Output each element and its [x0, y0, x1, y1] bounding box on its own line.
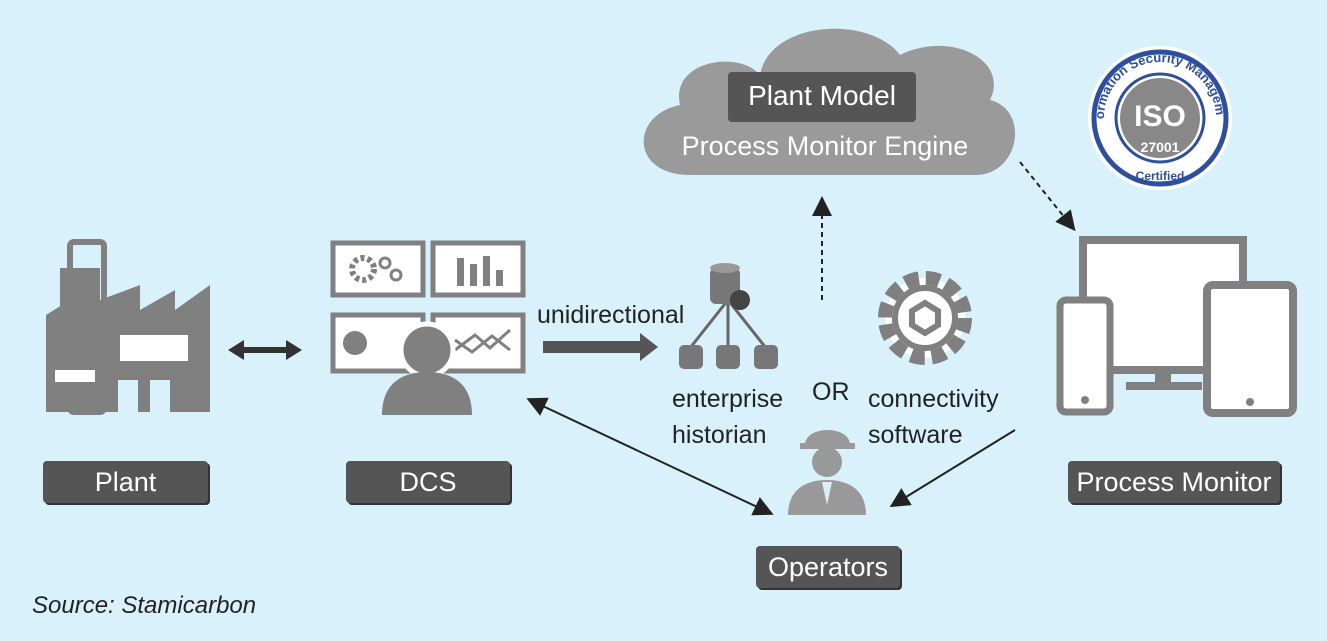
unidirectional-label: unidirectional — [537, 301, 684, 329]
factory-icon — [46, 239, 210, 415]
iso-badge-icon: Information Security Management ISO 2700… — [0, 0, 1232, 190]
process-monitor-label: Process Monitor — [1068, 461, 1280, 503]
svg-text:Information Security Managemen: Information Security Management — [0, 0, 1228, 119]
connectivity-line1: connectivity — [868, 385, 999, 413]
badge-bottom: Certified — [1136, 169, 1185, 183]
cloud-subtitle: Process Monitor Engine — [682, 131, 969, 161]
devices-icon — [1056, 236, 1297, 417]
cloud-icon: Plant Model Process Monitor Engine — [643, 28, 1016, 176]
source-caption: Source: Stamicarbon — [32, 592, 257, 619]
operators-label: Operators — [756, 546, 900, 588]
badge-main: ISO — [1134, 100, 1186, 133]
helmet-operator-icon — [788, 430, 866, 515]
or-label: OR — [812, 378, 850, 406]
unidirectional-arrow: unidirectional — [537, 301, 684, 361]
cloud-title: Plant Model — [748, 80, 896, 111]
badge-ring-text: Information Security Management — [0, 0, 1228, 119]
operator-icon — [382, 321, 472, 415]
historian-line1: enterprise — [672, 385, 783, 413]
monitor-to-operators-arrow — [889, 429, 1016, 508]
dashboard-icon — [330, 240, 526, 374]
historian-line2: historian — [672, 421, 767, 449]
cloud-to-monitor-arrow — [1019, 161, 1076, 232]
database-cluster-icon — [679, 263, 778, 369]
dcs-label: DCS — [346, 461, 510, 503]
plant-label: Plant — [43, 461, 208, 503]
plant-model-box — [728, 72, 916, 122]
dcs-operators-arrow — [526, 397, 774, 516]
plant-dcs-arrow — [228, 340, 302, 360]
badge-number: 27001 — [1141, 139, 1180, 155]
gear-icon — [878, 271, 972, 365]
connectivity-line2: software — [868, 421, 962, 449]
